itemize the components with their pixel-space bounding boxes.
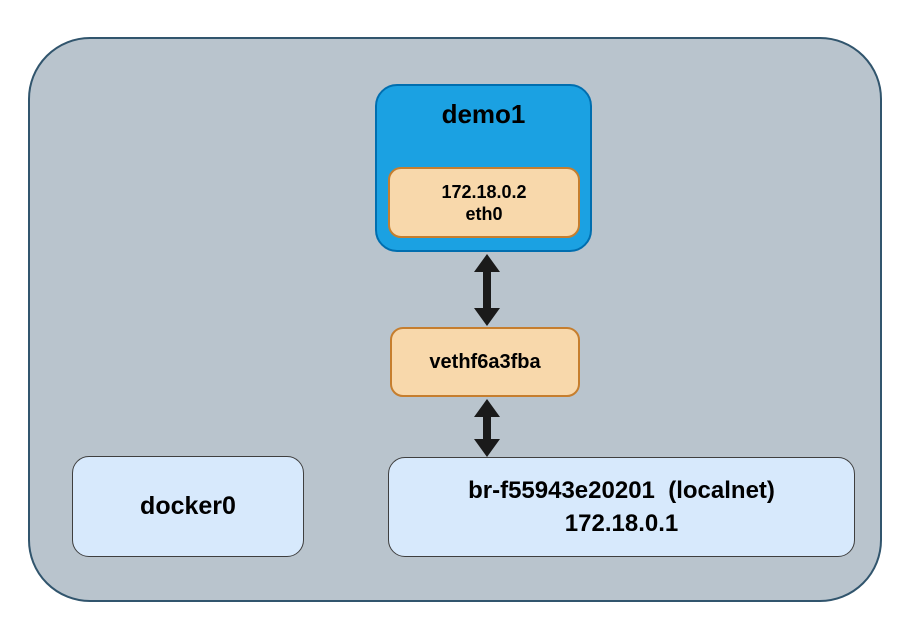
- eth0-interface-node: 172.18.0.2 eth0: [388, 167, 580, 238]
- arrow-veth-bridge: [473, 399, 501, 457]
- docker0-node: docker0: [72, 456, 304, 557]
- veth-label: vethf6a3fba: [429, 350, 541, 373]
- eth0-ip: 172.18.0.2: [441, 181, 527, 202]
- bridge-ip: 172.18.0.1: [564, 510, 679, 537]
- docker0-label: docker0: [140, 492, 236, 520]
- container-label: demo1: [441, 99, 526, 129]
- bridge-name: br-f55943e20201 (localnet): [468, 477, 775, 504]
- double-arrow-icon: [474, 254, 500, 326]
- double-arrow-icon: [474, 399, 500, 457]
- arrow-demo1-veth: [473, 254, 501, 326]
- eth0-name: eth0: [465, 203, 503, 224]
- bridge-node: br-f55943e20201 (localnet) 172.18.0.1: [388, 457, 855, 557]
- veth-node: vethf6a3fba: [390, 327, 580, 397]
